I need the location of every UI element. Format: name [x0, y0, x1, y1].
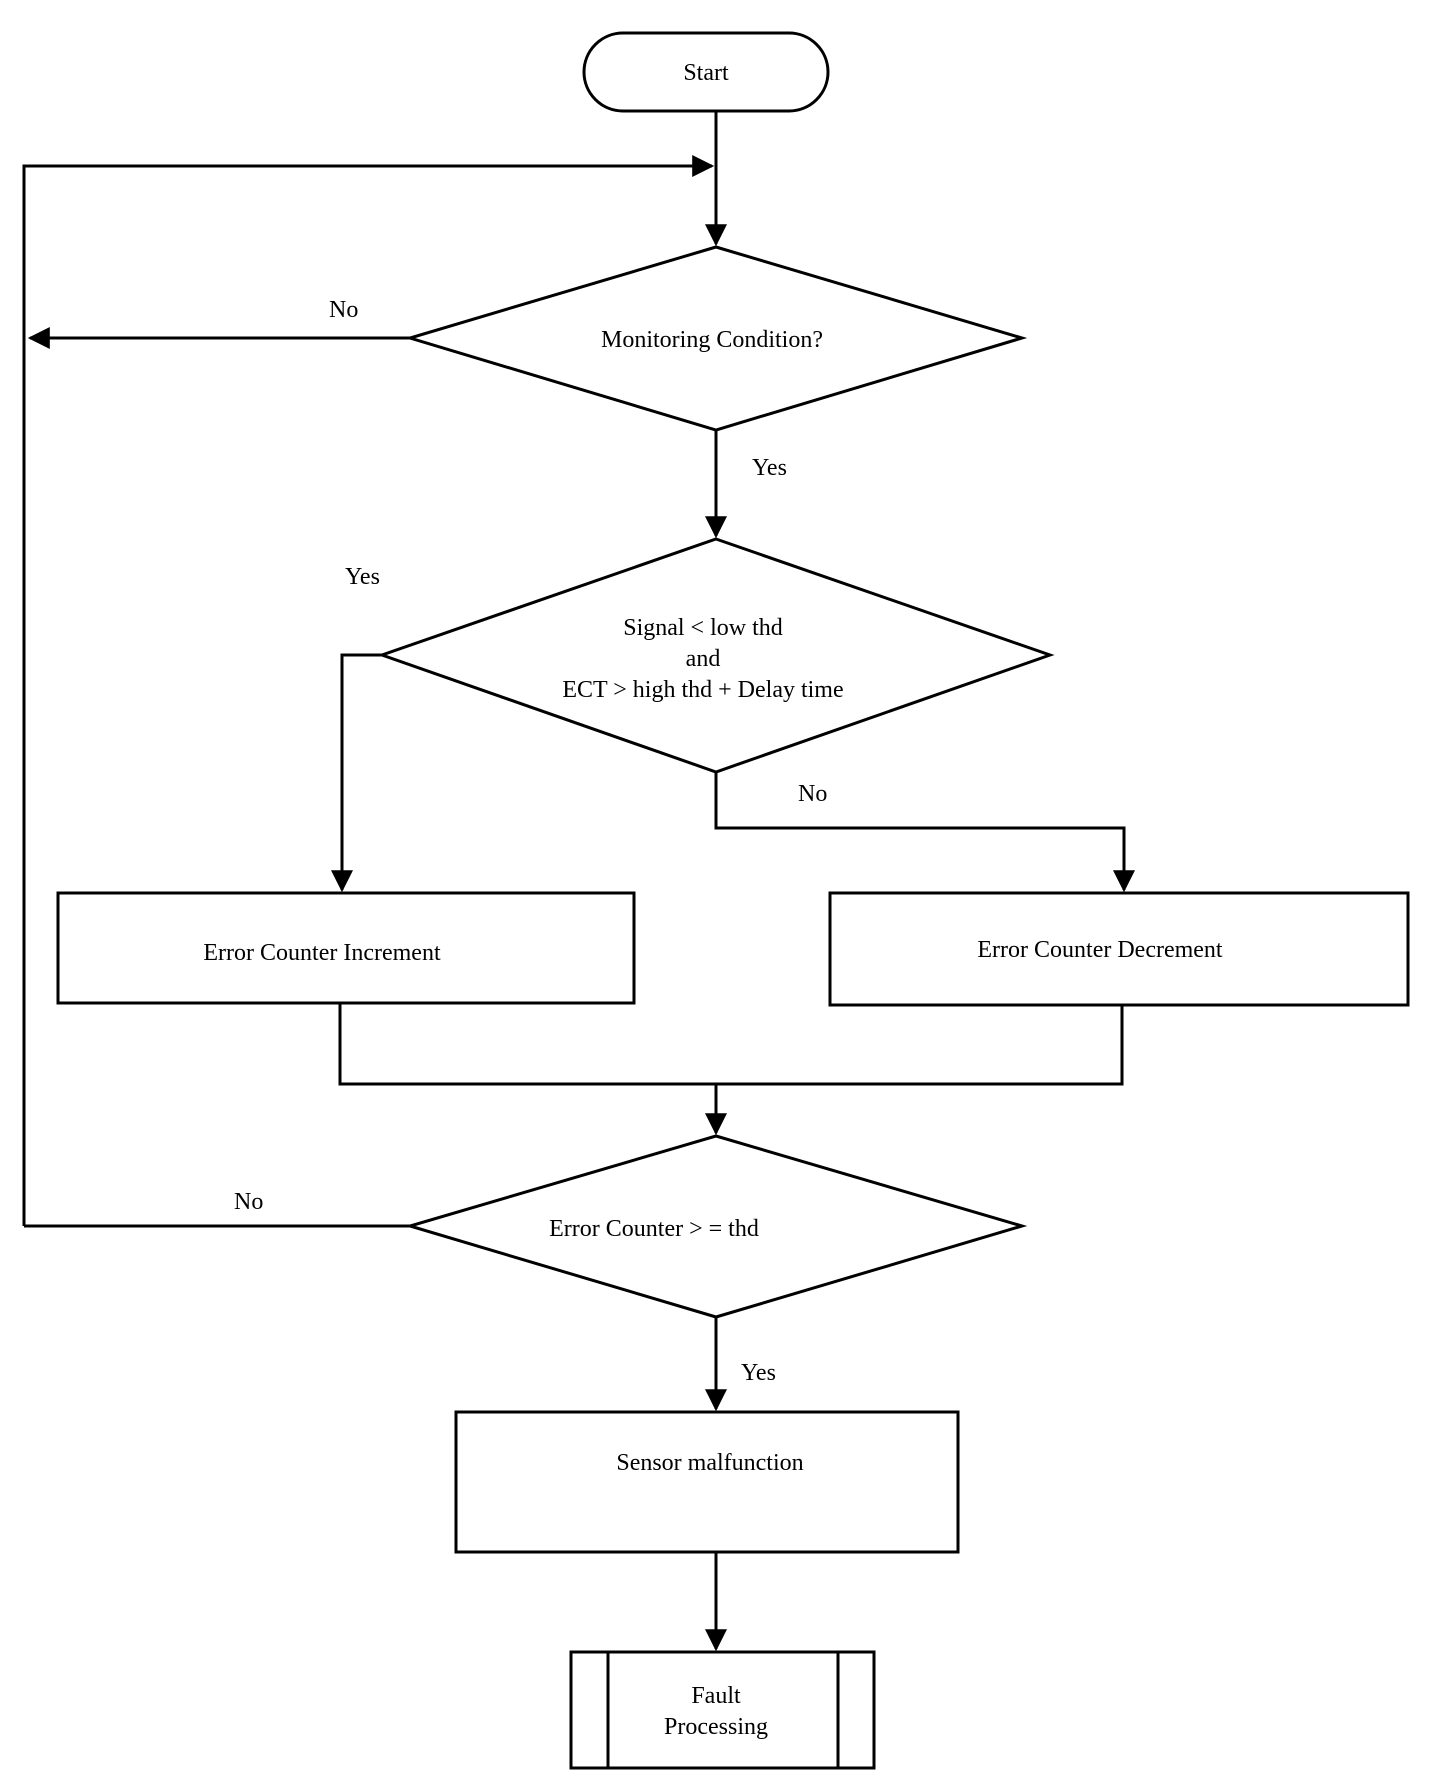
start-terminator: [582, 31, 830, 113]
decision-signal-line1: Signal < low thd: [623, 615, 783, 641]
process-decrement-label: Error Counter Decrement: [977, 937, 1223, 963]
process-increment-label: Error Counter Increment: [203, 940, 441, 966]
label-counter-no: No: [234, 1189, 263, 1215]
connector-increment-merge: [338, 1003, 1124, 1086]
process-sensor-malfunction: [454, 1410, 960, 1554]
decision-counter-label: Error Counter > = thd: [549, 1216, 759, 1242]
subprocess-fault-processing: [569, 1650, 876, 1770]
label-counter-yes: Yes: [741, 1360, 776, 1386]
decision-signal-line3: ECT > high thd + Delay time: [562, 677, 843, 703]
label-monitoring-yes: Yes: [752, 455, 787, 481]
decision-monitoring-label: Monitoring Condition?: [601, 327, 823, 353]
label-signal-yes: Yes: [345, 564, 380, 590]
decision-signal-line2: and: [686, 646, 721, 672]
label-signal-no: No: [798, 781, 827, 807]
start-label: Start: [683, 60, 729, 86]
subprocess-fault-line1: Fault: [691, 1683, 741, 1709]
subprocess-fault-line2: Processing: [664, 1714, 768, 1740]
connector-signal-no: [714, 772, 1135, 893]
process-malfunction-label: Sensor malfunction: [616, 1450, 803, 1476]
process-error-counter-decrement: [828, 891, 1410, 1007]
label-monitoring-no: No: [329, 297, 358, 323]
loop-return-connector: [22, 155, 715, 1226]
process-error-counter-increment: [56, 891, 636, 1005]
connector-signal-yes: [331, 653, 382, 893]
